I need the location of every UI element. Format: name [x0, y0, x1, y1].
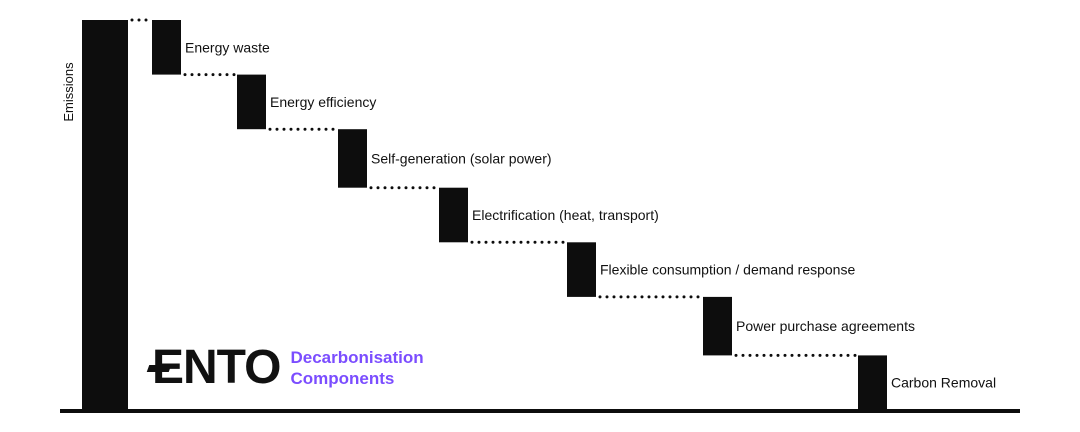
step-bar-4 [567, 242, 596, 297]
y-axis-label: Emissions [61, 62, 76, 122]
step-bar-1 [237, 74, 266, 130]
brand-tagline: Decarbonisation Components [290, 347, 423, 389]
step-label-0: Energy waste [185, 39, 270, 55]
tagline-line2: Components [290, 369, 395, 388]
total-emissions-bar [82, 20, 128, 410]
step-bar-0 [152, 20, 181, 75]
step-bar-6 [858, 355, 887, 410]
step-bar-2 [338, 129, 367, 188]
step-label-1: Energy efficiency [270, 94, 376, 110]
logo-text: ENTO [152, 341, 281, 394]
ento-logo: ENTO [146, 341, 281, 394]
step-label-5: Power purchase agreements [736, 318, 915, 334]
step-label-2: Self-generation (solar power) [371, 150, 552, 166]
step-label-6: Carbon Removal [891, 375, 996, 391]
step-bar-3 [439, 187, 468, 243]
step-label-3: Electrification (heat, transport) [472, 207, 659, 223]
logo-accent-bar [146, 365, 172, 372]
step-label-4: Flexible consumption / demand response [600, 262, 855, 278]
brand-block: ENTO Decarbonisation Components [146, 341, 424, 394]
tagline-line1: Decarbonisation [290, 348, 424, 367]
step-bar-5 [703, 296, 732, 356]
